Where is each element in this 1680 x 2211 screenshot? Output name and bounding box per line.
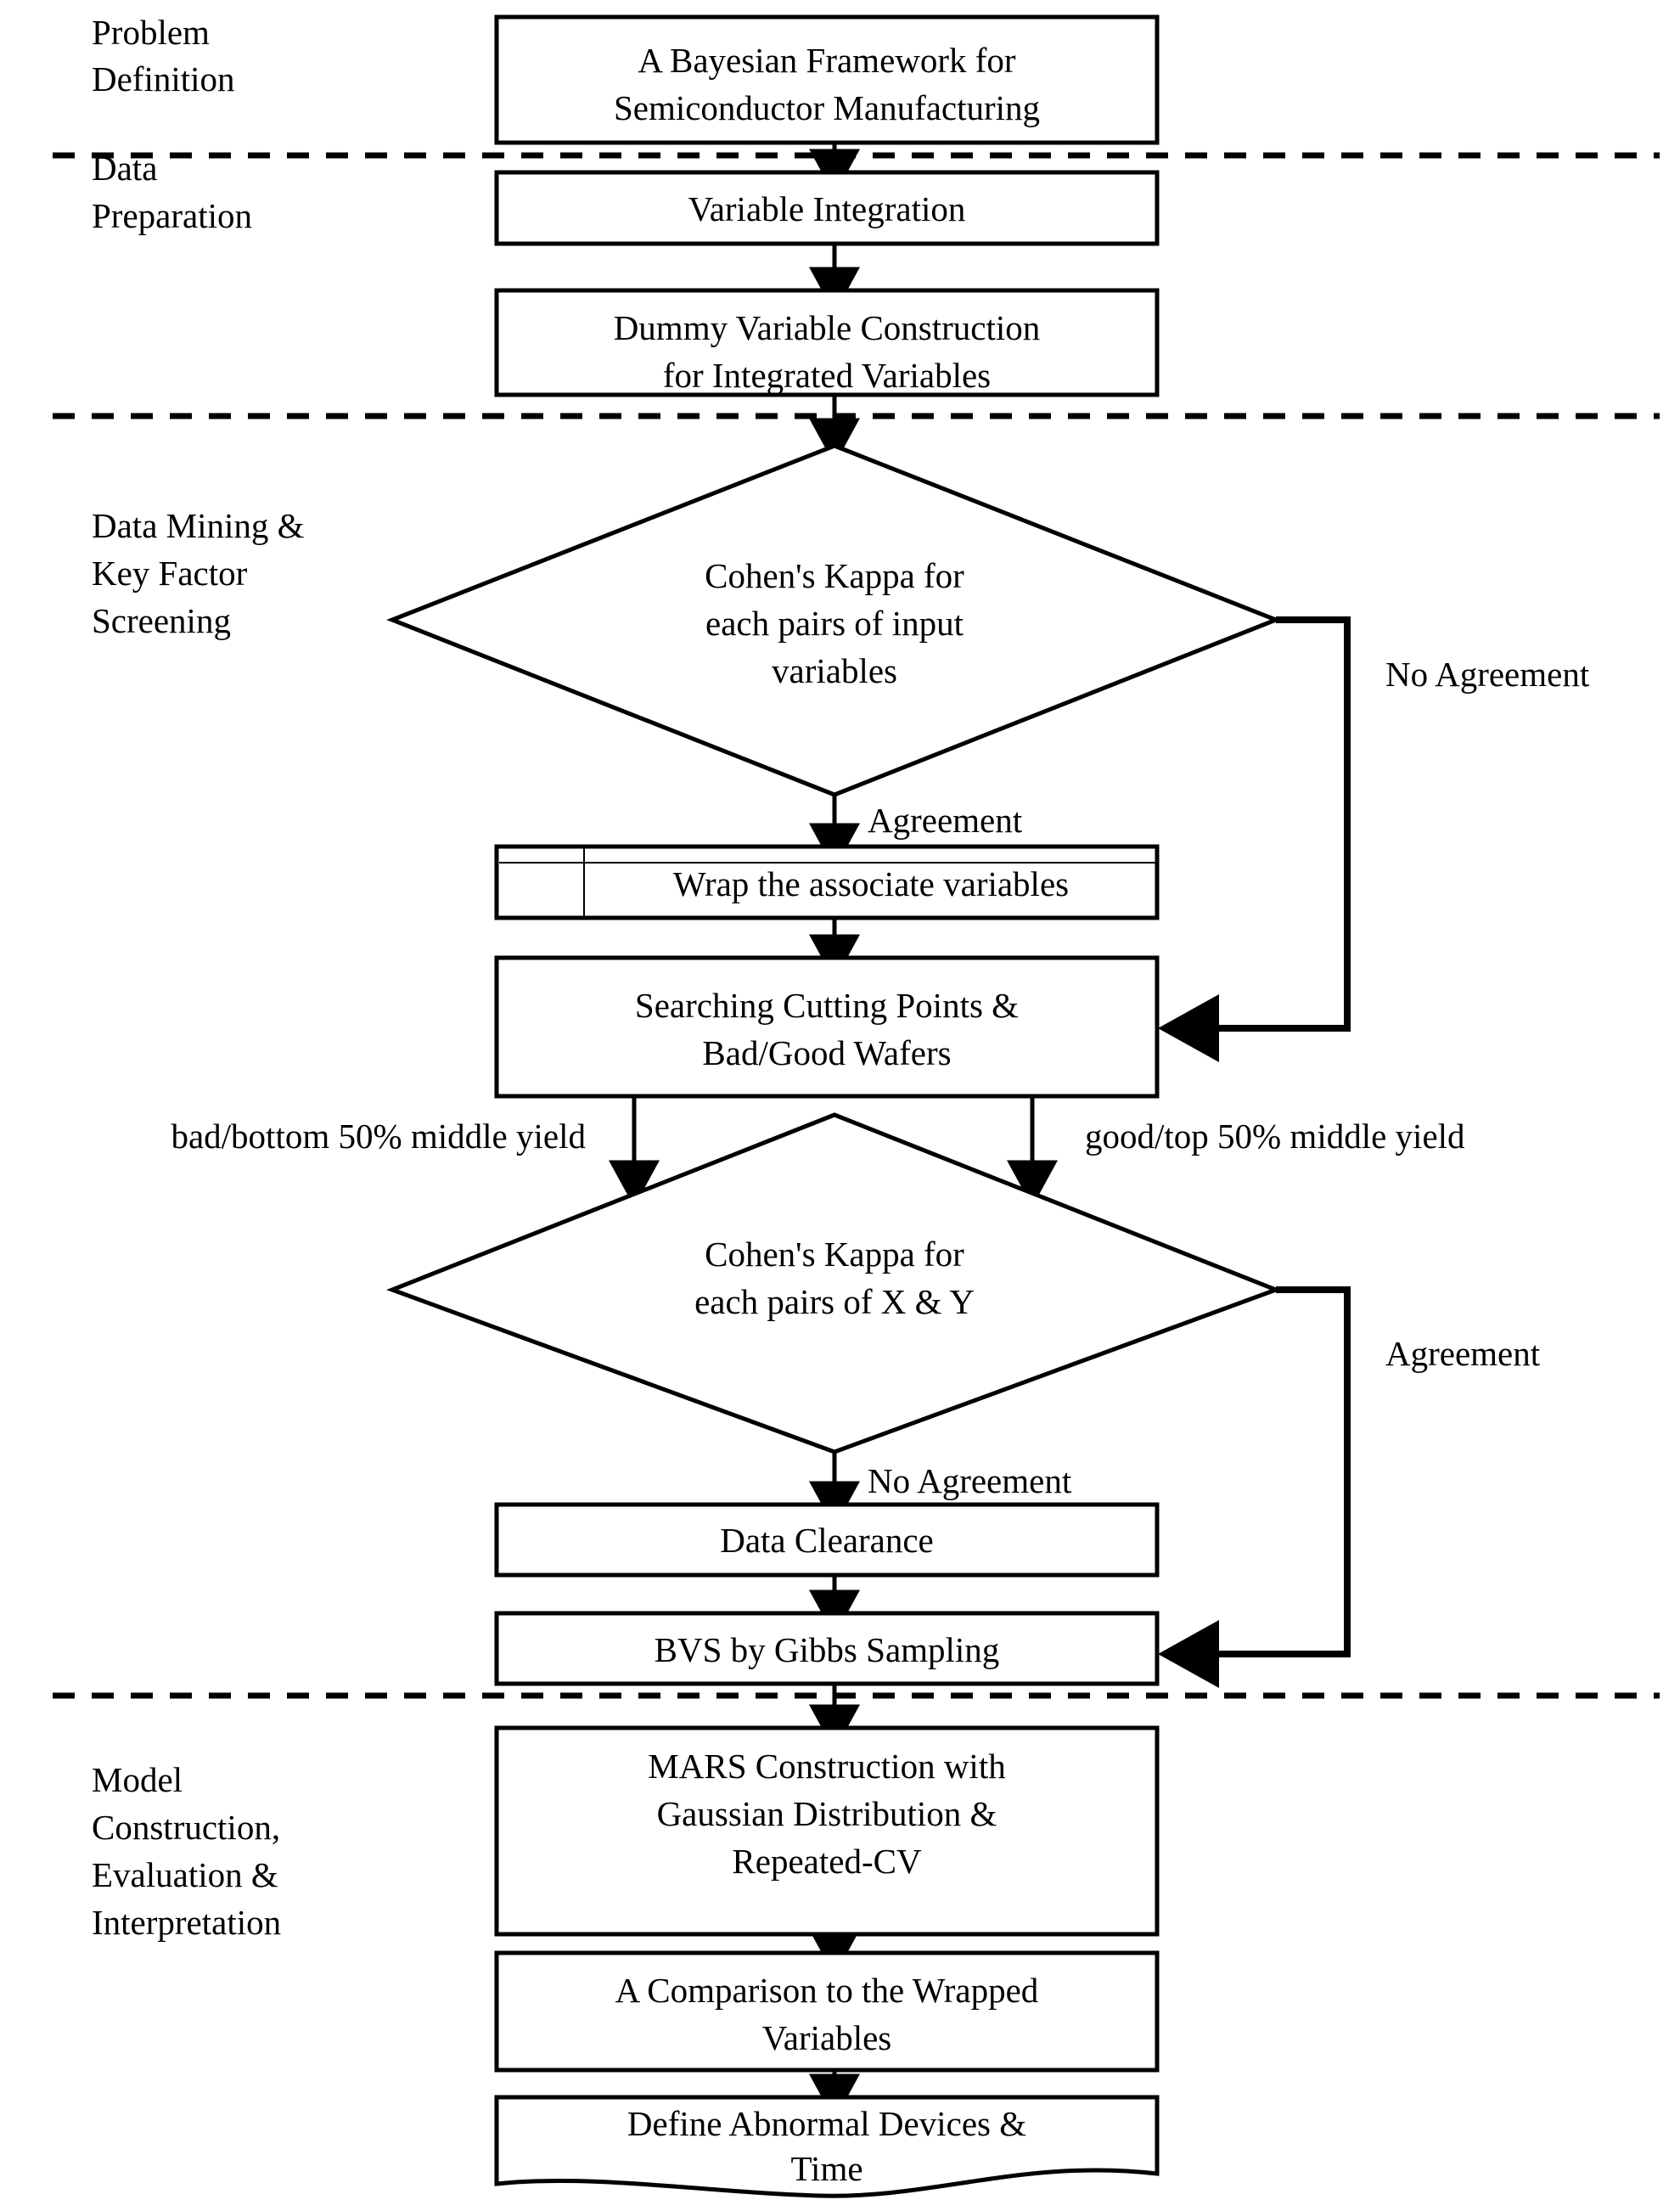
node-define-abnormal-devices[interactable]: Define Abnormal Devices & Time	[494, 2095, 1160, 2198]
svg-text:Define Abnormal Devices &: Define Abnormal Devices &	[627, 2104, 1026, 2143]
stage-label-data-preparation: Data Preparation	[92, 149, 252, 235]
edge-label-agreement-xy: Agreement	[1385, 1334, 1541, 1373]
svg-text:Gaussian Distribution &: Gaussian Distribution &	[657, 1794, 997, 1833]
svg-text:for Integrated Variables: for Integrated Variables	[663, 356, 991, 395]
svg-text:Key Factor: Key Factor	[92, 554, 248, 593]
node-variable-integration[interactable]: Variable Integration	[494, 170, 1160, 246]
svg-text:Construction,: Construction,	[92, 1808, 280, 1847]
svg-text:Cohen's Kappa for: Cohen's Kappa for	[705, 556, 964, 595]
svg-text:Wrap the associate variables: Wrap the associate variables	[673, 864, 1069, 903]
node-cohens-kappa-x-y-shape[interactable]	[385, 1112, 1283, 1454]
node-cohens-kappa-input-variables-shape[interactable]	[386, 443, 1282, 797]
svg-text:Screening: Screening	[92, 601, 231, 640]
node-cohens-kappa-input-variables[interactable]: Cohen's Kappa for each pairs of input va…	[386, 443, 1282, 797]
node-bvs-gibbs-sampling[interactable]: BVS by Gibbs Sampling	[494, 1611, 1160, 1686]
svg-text:variables: variables	[772, 651, 897, 690]
node-bayesian-framework[interactable]: A Bayesian Framework for Semiconductor M…	[494, 14, 1160, 145]
svg-text:each pairs of input: each pairs of input	[705, 604, 964, 643]
svg-text:A Comparison to the Wrapped: A Comparison to the Wrapped	[615, 1971, 1039, 2010]
node-data-clearance[interactable]: Data Clearance	[494, 1502, 1160, 1578]
node-define-abnormal-devices-shape[interactable]	[494, 2095, 1160, 2198]
node-searching-cutting-points-shape[interactable]	[494, 955, 1160, 1099]
edge-kappa-xy-agreement-feedback	[1158, 1286, 1351, 1688]
node-dummy-variable-construction[interactable]: Dummy Variable Construction for Integrat…	[494, 288, 1160, 397]
node-wrap-associate-variables-shape[interactable]	[494, 844, 1160, 920]
node-searching-cutting-points[interactable]: Searching Cutting Points & Bad/Good Wafe…	[494, 955, 1160, 1099]
edge-label-bad-branch: bad/bottom 50% middle yield	[171, 1117, 586, 1156]
stage-label-data-mining-screening: Data Mining & Key Factor Screening	[92, 506, 305, 640]
svg-text:Data: Data	[92, 149, 157, 188]
edge-label-no-agreement-input: No Agreement	[1385, 655, 1590, 694]
svg-text:Data Clearance: Data Clearance	[720, 1521, 934, 1560]
svg-text:Dummy Variable Construction: Dummy Variable Construction	[614, 308, 1041, 347]
svg-text:A Bayesian Framework for: A Bayesian Framework for	[638, 41, 1016, 80]
svg-text:Model: Model	[92, 1760, 183, 1799]
svg-text:Variable Integration: Variable Integration	[688, 189, 966, 228]
svg-text:each pairs of X & Y: each pairs of X & Y	[694, 1282, 975, 1321]
svg-text:Bad/Good Wafers: Bad/Good Wafers	[702, 1033, 951, 1072]
node-bayesian-framework-shape[interactable]	[494, 14, 1160, 145]
node-mars-construction[interactable]: MARS Construction with Gaussian Distribu…	[494, 1725, 1160, 1937]
svg-text:Repeated-CV: Repeated-CV	[732, 1842, 922, 1881]
svg-text:Definition: Definition	[92, 59, 235, 98]
edge-kappa-input-no-agreement-feedback	[1158, 616, 1351, 1062]
svg-text:Data Mining &: Data Mining &	[92, 506, 305, 545]
svg-text:Searching Cutting Points &: Searching Cutting Points &	[635, 986, 1019, 1025]
stage-label-problem-definition: Problem Definition	[92, 13, 235, 98]
svg-text:MARS Construction with: MARS Construction with	[648, 1747, 1005, 1786]
edge-label-no-agreement-xy: No Agreement	[868, 1461, 1072, 1500]
node-wrap-associate-variables[interactable]: Wrap the associate variables	[494, 844, 1160, 920]
node-cohens-kappa-x-y[interactable]: Cohen's Kappa for each pairs of X & Y	[385, 1112, 1283, 1454]
svg-text:Preparation: Preparation	[92, 196, 252, 235]
svg-text:Time: Time	[790, 2149, 862, 2188]
node-bvs-gibbs-sampling-shape[interactable]	[494, 1611, 1160, 1686]
svg-text:Evaluation &: Evaluation &	[92, 1855, 278, 1894]
stage-label-model-construction: Model Construction, Evaluation & Interpr…	[92, 1760, 281, 1942]
svg-text:Variables: Variables	[762, 2018, 892, 2057]
node-comparison-wrapped-variables-shape[interactable]	[494, 1950, 1160, 2073]
node-mars-construction-shape[interactable]	[494, 1725, 1160, 1937]
svg-text:Interpretation: Interpretation	[92, 1903, 281, 1942]
node-variable-integration-shape[interactable]	[494, 170, 1160, 246]
svg-text:BVS by Gibbs Sampling: BVS by Gibbs Sampling	[655, 1630, 1000, 1669]
svg-text:Cohen's Kappa for: Cohen's Kappa for	[705, 1235, 964, 1274]
svg-text:Semiconductor Manufacturing: Semiconductor Manufacturing	[614, 88, 1040, 127]
node-dummy-variable-construction-shape[interactable]	[494, 288, 1160, 397]
node-comparison-wrapped-variables[interactable]: A Comparison to the Wrapped Variables	[494, 1950, 1160, 2073]
edge-label-agreement-input: Agreement	[868, 801, 1023, 840]
node-data-clearance-shape[interactable]	[494, 1502, 1160, 1578]
svg-text:Problem: Problem	[92, 13, 210, 52]
edge-label-good-branch: good/top 50% middle yield	[1085, 1117, 1465, 1156]
